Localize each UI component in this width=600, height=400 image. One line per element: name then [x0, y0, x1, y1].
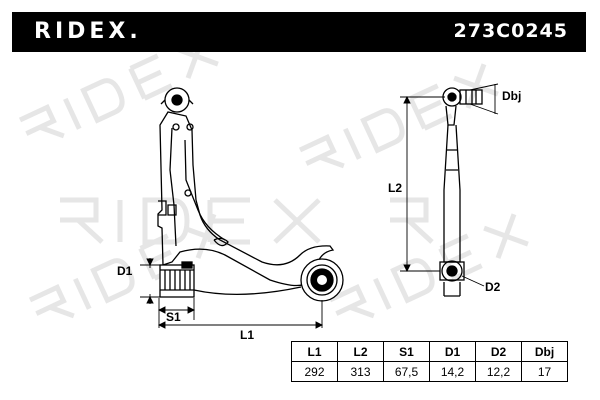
dim-label-s1: S1: [166, 310, 181, 324]
control-arm-side-view: [439, 87, 483, 297]
ridex-watermark: [18, 33, 529, 319]
part-number: 273C0245: [453, 20, 568, 42]
spec-header-cell: L1: [291, 341, 338, 362]
spec-table: L1 L2 S1 D1 D2 Dbj 292 313 67,5 14,2 12,…: [291, 341, 568, 382]
header-bar: RIDEX. 273C0245: [12, 12, 586, 52]
spec-value-cell: 313: [337, 361, 384, 382]
dim-label-dbj: Dbj: [502, 89, 521, 103]
spec-value-cell: 17: [521, 361, 568, 382]
dim-label-d2: D2: [485, 280, 501, 294]
dim-label-l1: L1: [240, 328, 254, 342]
spec-value-cell: 292: [291, 361, 338, 382]
control-arm-front-view: [157, 87, 344, 302]
spec-header-cell: Dbj: [521, 341, 568, 362]
bushing-left: [159, 261, 195, 298]
spec-value-row: 292 313 67,5 14,2 12,2 17: [291, 361, 568, 382]
brand-logo: RIDEX.: [34, 19, 142, 44]
spec-value-cell: 14,2: [429, 361, 476, 382]
spec-header-cell: D2: [475, 341, 522, 362]
bushing-right: [300, 258, 344, 302]
spec-value-cell: 67,5: [383, 361, 430, 382]
spec-header-cell: S1: [383, 341, 430, 362]
spec-header-row: L1 L2 S1 D1 D2 Dbj: [291, 341, 568, 362]
dimension-lines: [140, 83, 499, 329]
spec-value-cell: 12,2: [475, 361, 522, 382]
dim-label-d1: D1: [117, 264, 133, 278]
spec-header-cell: L2: [337, 341, 384, 362]
spec-header-cell: D1: [429, 341, 476, 362]
dim-label-l2: L2: [388, 181, 402, 195]
